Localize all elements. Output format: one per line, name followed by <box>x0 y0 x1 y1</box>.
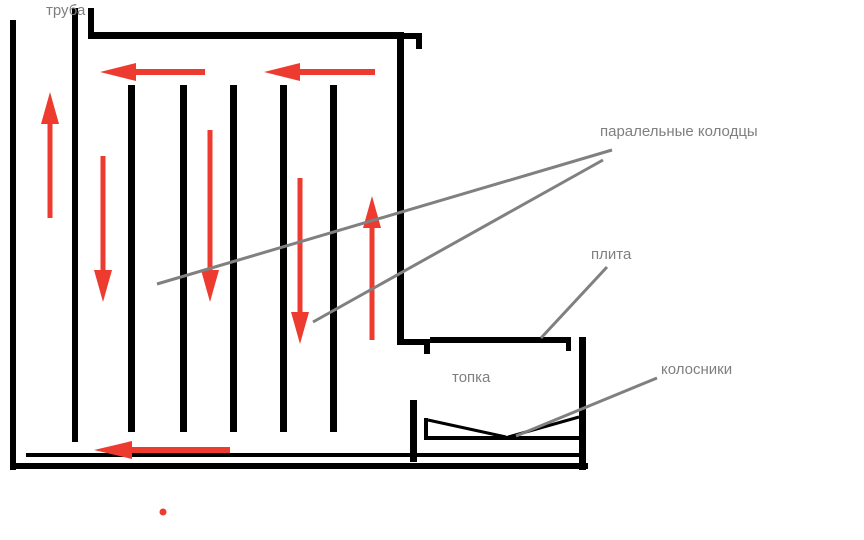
arrow-head <box>100 63 136 81</box>
baffle <box>330 85 337 432</box>
flow-arrow-up-chimney <box>41 92 59 218</box>
left-outer-wall <box>10 20 16 470</box>
baffle <box>128 85 135 432</box>
baffle <box>280 85 287 432</box>
flow-arrow-left-bottom <box>94 441 230 459</box>
grate-slope-left <box>427 418 507 439</box>
pointer-line-parallel-wells-2 <box>312 158 604 324</box>
arrow-head <box>201 270 219 302</box>
label-plate: плита <box>591 246 632 263</box>
smoke-outlet-notch <box>424 339 430 354</box>
bottom-outer-wall <box>10 463 588 469</box>
flow-arrow-down-2 <box>201 130 219 302</box>
arrow-head <box>94 270 112 302</box>
firebox-left-wall <box>410 400 417 462</box>
flow-arrow-left-top-1 <box>100 63 205 81</box>
plate-top <box>430 337 566 343</box>
flow-arrow-down-1 <box>94 156 112 302</box>
pointer-line-plate <box>539 265 609 340</box>
label-firebox: топка <box>452 369 491 386</box>
bottom-inner-wall <box>26 453 582 457</box>
top-wall <box>88 32 404 39</box>
flow-arrow-down-3 <box>291 178 309 344</box>
flow-arrow-left-top-2 <box>264 63 375 81</box>
baffles <box>128 85 337 432</box>
label-chimney: труба <box>46 2 86 19</box>
arrow-head <box>291 312 309 344</box>
stray-red-dot <box>159 508 167 516</box>
chimney-stub-wall <box>88 8 94 39</box>
grate-bar <box>424 436 582 440</box>
flow-arrows <box>41 63 381 516</box>
stove-structure <box>10 8 588 470</box>
pointer-line-parallel-wells-1 <box>156 148 613 286</box>
grate-structure <box>424 415 582 440</box>
pointer-lines <box>156 148 658 438</box>
chimney-inner-wall <box>72 8 78 442</box>
right-outer-wall <box>579 337 586 470</box>
label-parallel-wells: паралельные колодцы <box>600 123 758 140</box>
right-main-wall <box>397 32 404 345</box>
baffle <box>230 85 237 432</box>
arrow-head <box>94 441 132 459</box>
arrow-head <box>264 63 300 81</box>
baffle <box>180 85 187 432</box>
arrow-head <box>41 92 59 124</box>
plate-tick <box>566 337 571 351</box>
smoke-outlet-stub <box>397 339 430 345</box>
pointer-line-grate <box>515 376 658 438</box>
grate-left-post <box>424 418 428 438</box>
top-right-hook-horizontal <box>404 33 422 39</box>
top-right-hook-vertical <box>416 33 422 49</box>
label-grate: колосники <box>661 361 733 378</box>
